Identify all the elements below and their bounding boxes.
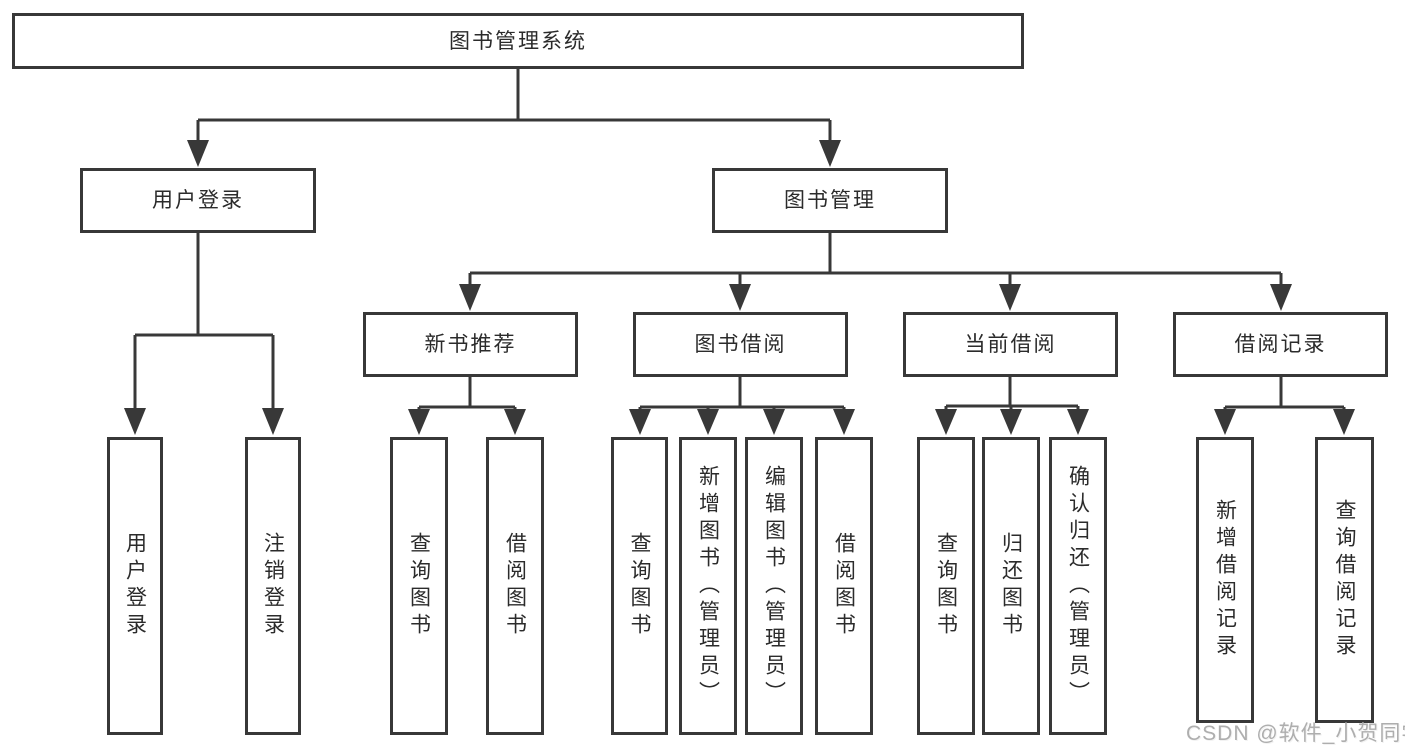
leaf-br-add-record: 新增借阅记录 [1196, 437, 1254, 723]
leaf-cb-confirm-return-admin: 确认归还（管理员） [1049, 437, 1107, 735]
leaf-nbr-borrow-books: 借阅图书 [486, 437, 544, 735]
leaf-logout: 注销登录 [245, 437, 301, 735]
leaf-br-query-record: 查询借阅记录 [1315, 437, 1374, 723]
leaf-nbr-query-books: 查询图书 [390, 437, 448, 735]
node-book-borrowing: 图书借阅 [633, 312, 848, 377]
node-new-book-recommend: 新书推荐 [363, 312, 578, 377]
leaf-cb-query-books: 查询图书 [917, 437, 975, 735]
leaf-bb-edit-books-admin: 编辑图书（管理员） [745, 437, 803, 735]
leaf-bb-query-books: 查询图书 [611, 437, 668, 735]
leaf-user-login: 用户登录 [107, 437, 163, 735]
node-borrowing-records: 借阅记录 [1173, 312, 1388, 377]
leaf-cb-return-books: 归还图书 [982, 437, 1040, 735]
node-current-borrowing: 当前借阅 [903, 312, 1118, 377]
node-book-management: 图书管理 [712, 168, 948, 233]
csdn-watermark: CSDN @软件_小贺同学 [1186, 722, 1405, 745]
node-root-library-system: 图书管理系统 [12, 13, 1024, 69]
node-user-login: 用户登录 [80, 168, 316, 233]
leaf-bb-add-books-admin: 新增图书（管理员） [679, 437, 737, 735]
leaf-bb-borrow-books: 借阅图书 [815, 437, 873, 735]
